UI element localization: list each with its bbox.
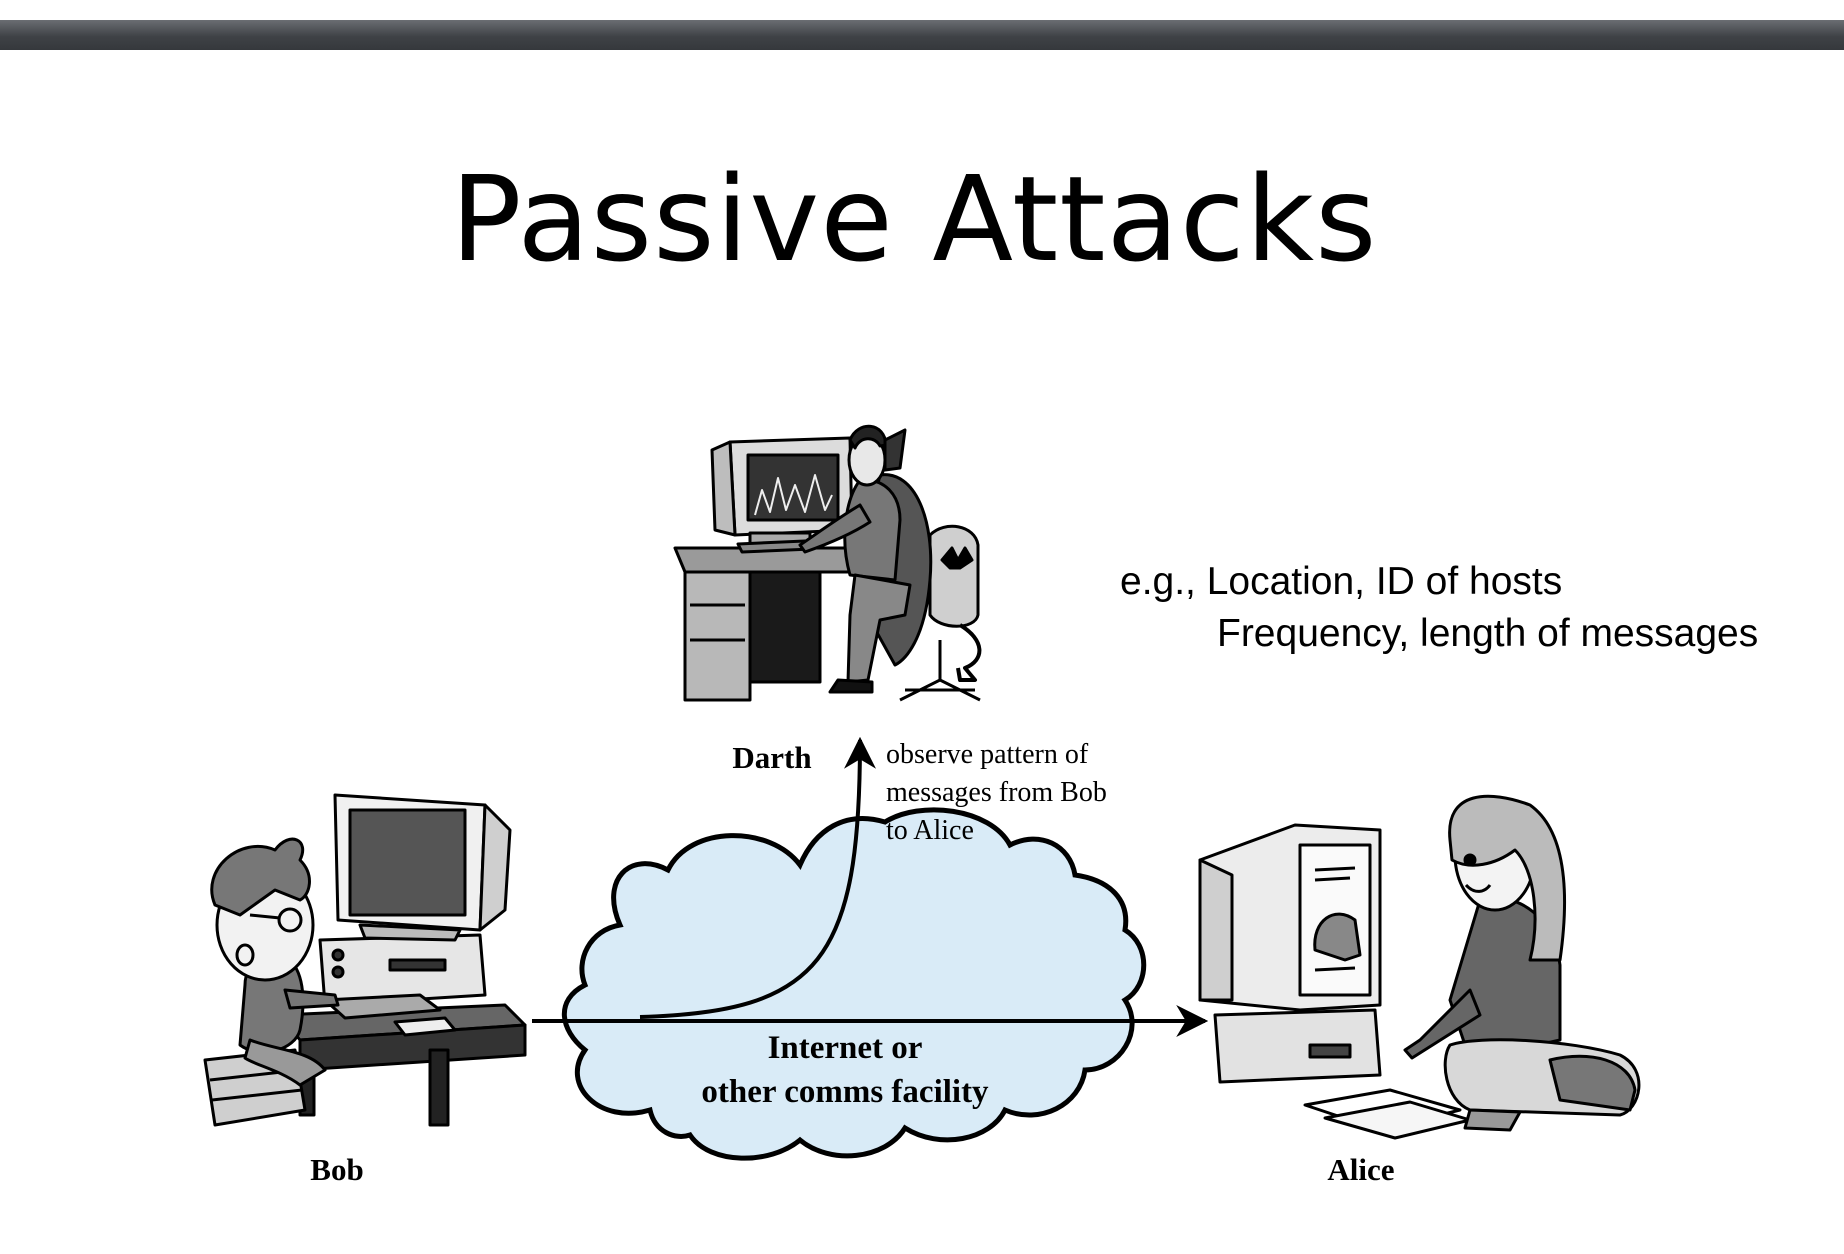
observe-caption-line-2: messages from Bob bbox=[886, 777, 1107, 808]
darth-tail bbox=[956, 623, 982, 682]
darth-arm bbox=[798, 503, 872, 554]
darth-label: Darth bbox=[732, 740, 811, 775]
observe-arrow bbox=[639, 736, 876, 1019]
darth-legs bbox=[846, 573, 912, 684]
bob-monitor-screen bbox=[348, 808, 467, 917]
alice-label: Alice bbox=[1327, 1152, 1394, 1187]
darth-chair-back bbox=[928, 524, 980, 628]
cloud-shape bbox=[561, 807, 1147, 1161]
example-note-line-2: Frequency, length of messages bbox=[1217, 612, 1759, 655]
network-label-line-2: other comms facility bbox=[701, 1074, 989, 1110]
alice-illustration bbox=[1198, 794, 1641, 1140]
darth-desk-leg-space bbox=[748, 570, 822, 684]
top-margin bbox=[0, 0, 1844, 20]
network-label-line-1: Internet or bbox=[768, 1030, 923, 1066]
network-cloud: Internet or other comms facility bbox=[561, 807, 1147, 1161]
bob-illustration bbox=[203, 793, 527, 1127]
observe-caption-line-1: observe pattern of bbox=[886, 739, 1089, 770]
slide-top-bar bbox=[0, 20, 1844, 50]
observe-caption-line-3: to Alice bbox=[886, 815, 974, 846]
bob-label: Bob bbox=[310, 1152, 363, 1187]
example-note: e.g., Location, ID of hosts Frequency, l… bbox=[1120, 556, 1758, 660]
alice-computer-base bbox=[1213, 1008, 1382, 1084]
darth-desk-drawer bbox=[683, 570, 752, 702]
darth-monitor-screen bbox=[746, 453, 840, 522]
darth-illustration bbox=[673, 424, 982, 702]
slide-title: Passive Attacks bbox=[450, 150, 1378, 288]
alice-hair bbox=[1448, 794, 1567, 962]
example-note-line-1: e.g., Location, ID of hosts bbox=[1120, 560, 1563, 603]
